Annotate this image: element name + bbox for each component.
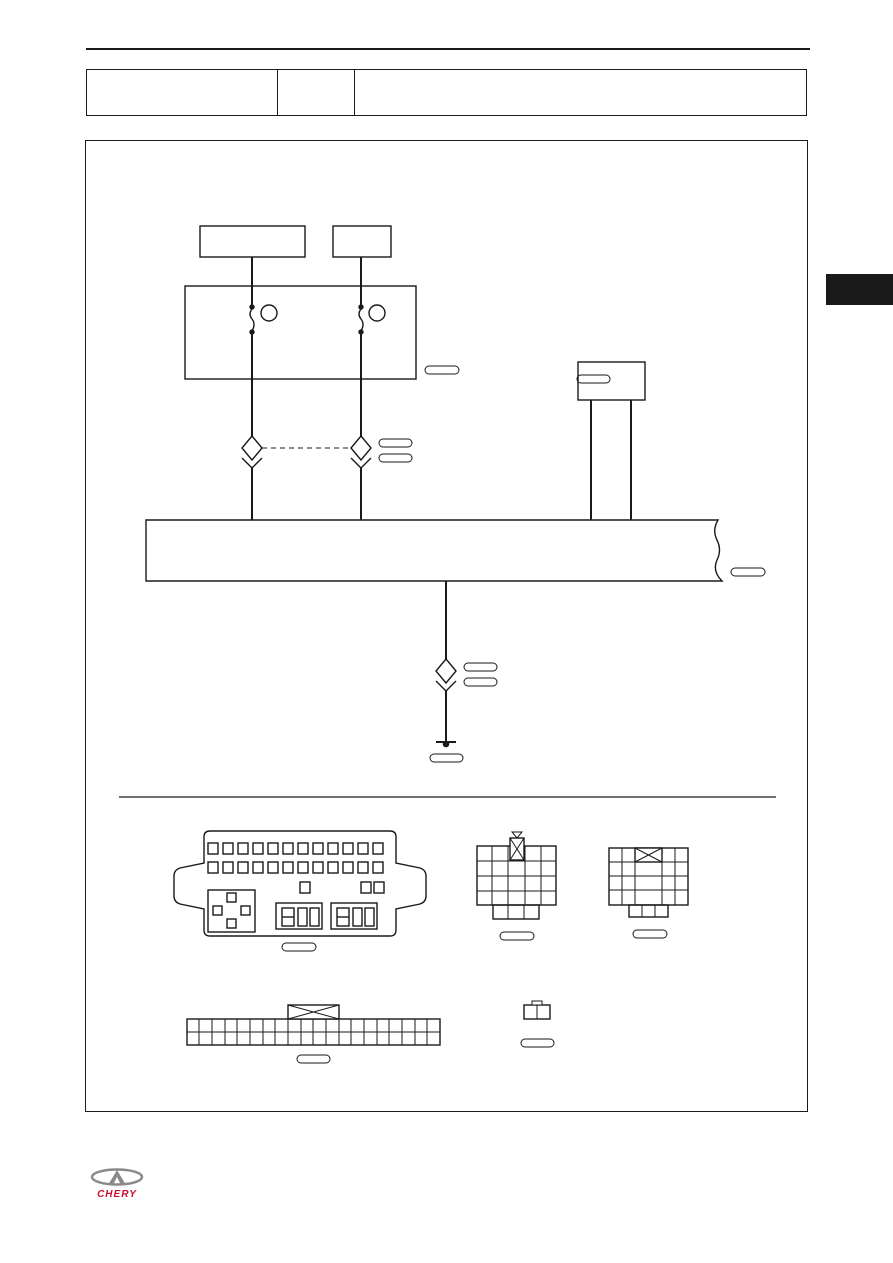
fuse-symbol-1 <box>249 304 278 332</box>
chery-logo: CHERY <box>86 1168 148 1204</box>
header-cell-code <box>87 70 278 115</box>
connector-diamond-3 <box>435 657 457 692</box>
ref-tag-control-unit <box>730 567 766 577</box>
ref-tag-ground <box>429 753 464 763</box>
ref-tag-sensor <box>576 374 611 384</box>
control-unit-box <box>145 519 724 582</box>
connector-view-long <box>186 1004 441 1064</box>
brand-name: CHERY <box>97 1189 137 1200</box>
ref-tag-conn-a <box>378 438 413 448</box>
section-tab[interactable] <box>826 274 893 305</box>
ref-tag-conn-b <box>378 453 413 463</box>
header-rule <box>86 48 810 50</box>
ref-tags <box>378 365 766 763</box>
ref-tag-fuse-box <box>424 365 460 375</box>
sensor-box <box>577 361 646 401</box>
ref-tag-2pin-connector <box>520 1038 555 1048</box>
fuse-symbol-2 <box>358 304 386 332</box>
header-table <box>86 69 807 116</box>
connector-view-ecu <box>173 830 427 952</box>
fuse-box <box>184 285 417 380</box>
connector-view-2pin <box>520 1000 555 1048</box>
header-cell-type <box>278 70 355 115</box>
ref-tag-long-connector <box>296 1054 331 1064</box>
ref-tag-connector-3 <box>632 929 668 939</box>
connector-diamond-2 <box>350 434 372 469</box>
chery-logo-icon <box>90 1168 144 1186</box>
power-source-box-1 <box>199 225 306 258</box>
connector-diamond-1 <box>241 434 263 469</box>
power-source-box-2 <box>332 225 392 258</box>
diagram-frame <box>85 140 808 1112</box>
connector-view-2 <box>476 831 557 941</box>
ref-tag-connector-2 <box>499 931 535 941</box>
ref-tag-conn-d <box>463 677 498 687</box>
connector-view-3 <box>608 847 689 939</box>
ref-tag-conn-c <box>463 662 498 672</box>
ref-tag-ecu-connector <box>281 942 317 952</box>
